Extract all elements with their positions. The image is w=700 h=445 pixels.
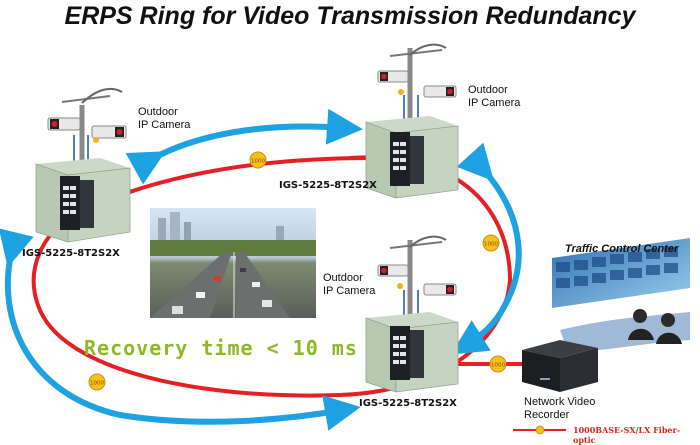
switch-label-1: IGS-5225-8T2S2X	[22, 248, 120, 259]
svg-text:1000: 1000	[90, 381, 104, 387]
switch-icon	[390, 132, 424, 186]
camera-icon	[91, 125, 127, 139]
control-center-title: Traffic Control Center	[565, 243, 679, 255]
camera-pole-3	[377, 235, 457, 325]
camera-pole-2	[377, 43, 457, 135]
switch-label-2: IGS-5225-8T2S2X	[279, 180, 377, 191]
cabinet-2	[365, 116, 459, 199]
redundancy-arrow-left	[0, 228, 361, 431]
nvr-icon	[522, 340, 598, 392]
nvr-label-line: Recorder	[524, 409, 570, 421]
redundancy-arrow-top	[125, 108, 363, 185]
camera-label-line: Outdoor	[468, 84, 508, 96]
cabinet-3	[365, 312, 459, 393]
diagram-title: ERPS Ring for Video Transmission Redunda…	[64, 2, 636, 30]
switch-icon	[60, 176, 94, 230]
legend-label: 1000BASE-SX/LX Fiber-optic	[573, 425, 681, 445]
camera-icon	[423, 283, 457, 296]
link-badge-bottom: 1000	[88, 373, 106, 391]
highway-photo	[150, 208, 316, 318]
camera-label-line: IP Camera	[138, 119, 191, 131]
camera-icon	[423, 85, 457, 98]
link-badge-top: 1000	[249, 151, 267, 169]
camera-icon	[377, 264, 409, 277]
nvr-label: Network Video Recorder	[524, 396, 595, 422]
cabinet-1	[35, 158, 131, 243]
camera-pole-1	[47, 87, 127, 195]
camera-label-line: Outdoor	[323, 272, 363, 284]
camera-label-line: IP Camera	[468, 97, 521, 109]
camera-label-3: Outdoor IP Camera	[323, 272, 375, 298]
recovery-time-text: Recovery time < 10 ms	[84, 336, 358, 360]
svg-text:1000: 1000	[484, 242, 498, 248]
camera-label-1: Outdoor IP Camera	[138, 106, 190, 132]
switch-icon	[390, 326, 424, 380]
nvr-label-line: Network Video	[524, 396, 596, 408]
camera-label-line: Outdoor	[138, 106, 178, 118]
legend-swatch	[513, 425, 566, 435]
camera-label-line: IP Camera	[323, 285, 376, 297]
camera-icon	[47, 117, 81, 131]
link-badge-nvr: 1000	[489, 355, 507, 373]
switch-label-3: IGS-5225-8T2S2X	[359, 398, 457, 409]
camera-label-2: Outdoor IP Camera	[468, 84, 520, 110]
svg-text:1000: 1000	[251, 159, 265, 165]
video-wall	[552, 238, 690, 352]
redundancy-arrow-right	[450, 142, 522, 355]
link-badge-right: 1000	[482, 234, 500, 252]
camera-icon	[377, 70, 409, 83]
svg-text:1000: 1000	[491, 363, 505, 369]
